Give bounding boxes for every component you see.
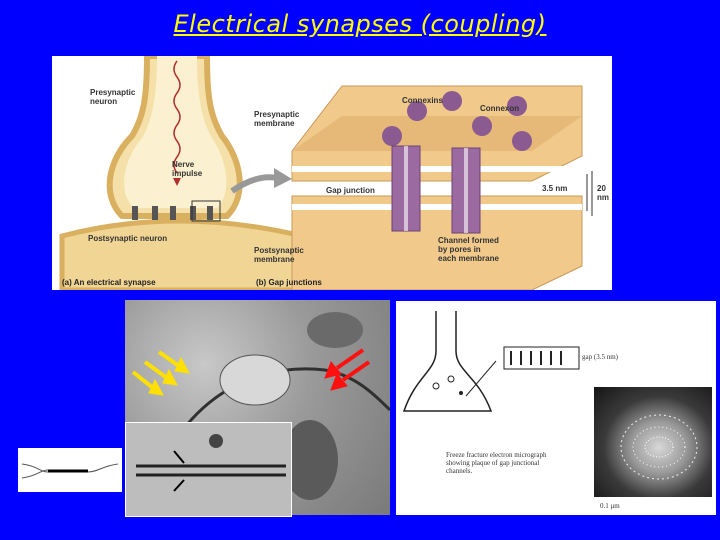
label-presynaptic-membrane: Presynaptic membrane <box>254 110 299 128</box>
caption-a: (a) An electrical synapse <box>62 278 156 287</box>
electron-micrograph <box>125 300 390 515</box>
label-postsynaptic-membrane: Postsynaptic membrane <box>254 246 304 264</box>
gap-junction-diagram: gap (3.5 nm) Freeze fracture electron mi… <box>396 301 716 515</box>
synapse-illustration <box>52 56 612 290</box>
page-title: Electrical synapses (coupling) <box>0 10 720 38</box>
scale-label: 0.1 μm <box>600 502 620 510</box>
scale-inset-image <box>18 448 122 492</box>
label-connexins: Connexins <box>402 96 443 105</box>
label-gap: gap (3.5 nm) <box>582 353 618 361</box>
label-nerve-impulse: Nerve impulse <box>172 160 202 178</box>
yellow-arrows <box>133 352 189 395</box>
scale-inset <box>18 448 122 492</box>
annotation-arrows <box>125 300 390 515</box>
postsynaptic-membrane-slab <box>292 196 582 290</box>
label-presynaptic-neuron: Presynaptic neuron <box>90 88 135 106</box>
caption-b: (b) Gap junctions <box>256 278 322 287</box>
label-gap-width: 3.5 nm <box>542 184 567 193</box>
red-arrows <box>325 350 369 390</box>
label-channel: Channel formed by pores in each membrane <box>438 236 499 263</box>
label-postsynaptic-neuron: Postsynaptic neuron <box>88 234 167 243</box>
label-total-width: 20 nm <box>597 184 612 202</box>
label-gap-junction: Gap junction <box>326 186 375 195</box>
freeze-fracture-caption: Freeze fracture electron micrograph show… <box>446 451 546 475</box>
label-connexon: Connexon <box>480 104 519 113</box>
freeze-fracture-micrograph <box>594 387 712 497</box>
electrical-synapse-figure: Presynaptic neuron Nerve impulse Postsyn… <box>52 56 612 290</box>
freeze-fracture-image <box>594 387 712 497</box>
